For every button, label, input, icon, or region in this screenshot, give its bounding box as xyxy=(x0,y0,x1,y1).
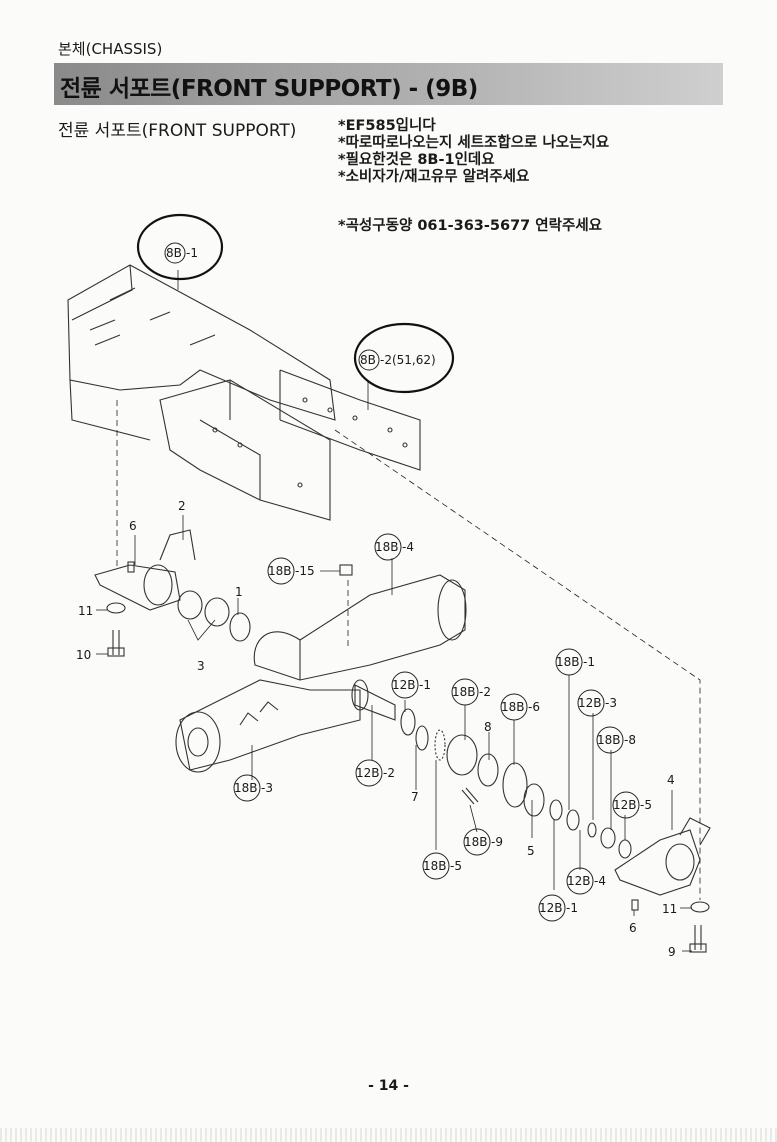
callout-rings xyxy=(164,242,640,922)
callout-suffix: -3 xyxy=(605,696,617,710)
note-line: *따로따로나오는지 세트조합으로 나오는지요 xyxy=(338,135,610,151)
chassis-frame-drawing xyxy=(67,264,421,521)
callout-suffix: -2 xyxy=(383,766,395,780)
part-number: 11 xyxy=(78,604,93,618)
callout-ref: 8B xyxy=(166,246,182,260)
callout-suffix: -1 xyxy=(186,246,198,260)
callout-suffix: -4 xyxy=(402,540,414,554)
part-number: 7 xyxy=(411,790,419,804)
part-number: 11 xyxy=(662,902,677,916)
highlight-circles xyxy=(136,213,455,394)
callout-ref: 12B xyxy=(356,766,380,780)
callout-suffix: -2(51,62) xyxy=(380,353,436,367)
section-label: 본체(CHASSIS) xyxy=(58,40,163,58)
diagram-subtitle: 전륜 서포트(FRONT SUPPORT) xyxy=(58,121,297,141)
callout-ref: 18B xyxy=(423,859,447,873)
callout-suffix: -2 xyxy=(479,685,491,699)
page-number: - 14 - xyxy=(368,1078,409,1094)
title-bar: 전륜 서포트(FRONT SUPPORT) - (9B) xyxy=(54,63,723,105)
scan-edge xyxy=(0,1128,777,1142)
part-number: 6 xyxy=(129,519,137,533)
callout-suffix: -6 xyxy=(528,700,540,714)
part-number: 4 xyxy=(667,773,675,787)
part-number: 10 xyxy=(76,648,91,662)
part-number: 9 xyxy=(668,945,676,959)
callout-ref: 18B xyxy=(501,700,525,714)
callout-suffix: -4 xyxy=(594,874,606,888)
callout-suffix: -5 xyxy=(450,859,462,873)
contact-note: *곡성구동양 061-363-5677 연락주세요 xyxy=(338,218,603,234)
callout-ref: 18B xyxy=(452,685,476,699)
callout-ref: 12B xyxy=(539,901,563,915)
axle-assembly-drawing xyxy=(94,529,711,953)
callout-ref: 18B xyxy=(234,781,258,795)
callout-suffix: -15 xyxy=(295,564,315,578)
leader-lines xyxy=(116,400,701,900)
callout-ref: 18B xyxy=(597,733,621,747)
note-line: *EF585입니다 xyxy=(338,118,436,134)
callout-suffix: -1 xyxy=(419,678,431,692)
callout-lines xyxy=(96,270,692,952)
callout-suffix: -3 xyxy=(261,781,273,795)
callout-suffix: -1 xyxy=(583,655,595,669)
part-number: 3 xyxy=(197,659,205,673)
part-number: 1 xyxy=(235,585,243,599)
callout-suffix: -9 xyxy=(491,835,503,849)
part-number: 2 xyxy=(178,499,186,513)
callout-ref: 12B xyxy=(392,678,416,692)
note-line: *필요한것은 8B-1인데요 xyxy=(338,152,495,168)
part-number: 8 xyxy=(484,720,492,734)
callout-ref: 18B xyxy=(375,540,399,554)
handwritten-notes: *EF585입니다 *따로따로나오는지 세트조합으로 나오는지요 *필요한것은 … xyxy=(338,118,609,186)
part-number: 5 xyxy=(527,844,535,858)
callout-ref: 18B xyxy=(556,655,580,669)
callout-suffix: -1 xyxy=(566,901,578,915)
callout-ref: 12B xyxy=(567,874,591,888)
callout-ref: 18B xyxy=(268,564,292,578)
callout-suffix: -8 xyxy=(624,733,636,747)
page-title: 전륜 서포트(FRONT SUPPORT) - (9B) xyxy=(60,76,478,102)
callout-ref: 18B xyxy=(464,835,488,849)
callout-ref: 12B xyxy=(613,798,637,812)
note-line: *소비자가/재고유무 알려주세요 xyxy=(338,169,530,185)
callout-ref: 8B xyxy=(360,353,376,367)
part-number: 6 xyxy=(629,921,637,935)
callout-suffix: -5 xyxy=(640,798,652,812)
callout-ref: 12B xyxy=(578,696,602,710)
callout-labels: 8B -1 8B -2(51,62) 18B -15 18B -4 18B -3… xyxy=(76,246,677,959)
